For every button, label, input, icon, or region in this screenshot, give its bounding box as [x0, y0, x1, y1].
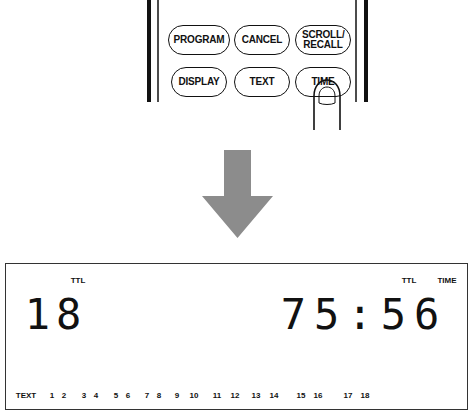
display-indicator: 14 [270, 391, 279, 400]
display-indicator: 9 [175, 391, 179, 400]
pressing-finger [314, 80, 340, 130]
display-digits: 75:56 [281, 294, 447, 336]
remote-button: TIME [295, 67, 351, 97]
remote-button: PROGRAM [168, 25, 231, 55]
display-indicator: 18 [361, 391, 370, 400]
display-indicator: 6 [126, 391, 130, 400]
button-label: CANCEL [242, 35, 282, 46]
button-label: DISPLAY [178, 77, 219, 88]
display-digits: 18 [25, 294, 88, 336]
display-indicator: 8 [157, 391, 161, 400]
display-indicator: 13 [252, 391, 261, 400]
display-indicator: TEXT [16, 391, 36, 400]
remote-panel-frame [149, 0, 366, 102]
button-label: SCROLL/ RECALL [302, 30, 344, 51]
display-indicator: 5 [114, 391, 118, 400]
display-indicator: 12 [231, 391, 240, 400]
lcd-display: TTL18TTLTIME75:56TEXT1234567891011121314… [5, 263, 468, 410]
button-label: TEXT [250, 77, 275, 88]
display-indicator: 1 [50, 391, 54, 400]
display-indicator: TTL [402, 276, 417, 285]
display-indicator: 16 [314, 391, 323, 400]
down-arrow [202, 150, 273, 238]
remote-button: CANCEL [234, 25, 290, 55]
display-indicator: TIME [437, 276, 456, 285]
display-indicator: 10 [190, 391, 199, 400]
display-indicator: 2 [62, 391, 66, 400]
display-indicator: 3 [82, 391, 86, 400]
display-indicator: 4 [94, 391, 98, 400]
display-indicator: TTL [71, 276, 86, 285]
display-indicator: 11 [213, 391, 221, 400]
remote-button: DISPLAY [171, 67, 227, 97]
display-indicator: 7 [145, 391, 149, 400]
display-indicator: 15 [297, 391, 306, 400]
remote-button: TEXT [234, 67, 290, 97]
button-label: TIME [311, 77, 334, 88]
display-indicator: 17 [344, 391, 353, 400]
button-label: PROGRAM [174, 35, 225, 46]
remote-button: SCROLL/ RECALL [295, 25, 351, 55]
